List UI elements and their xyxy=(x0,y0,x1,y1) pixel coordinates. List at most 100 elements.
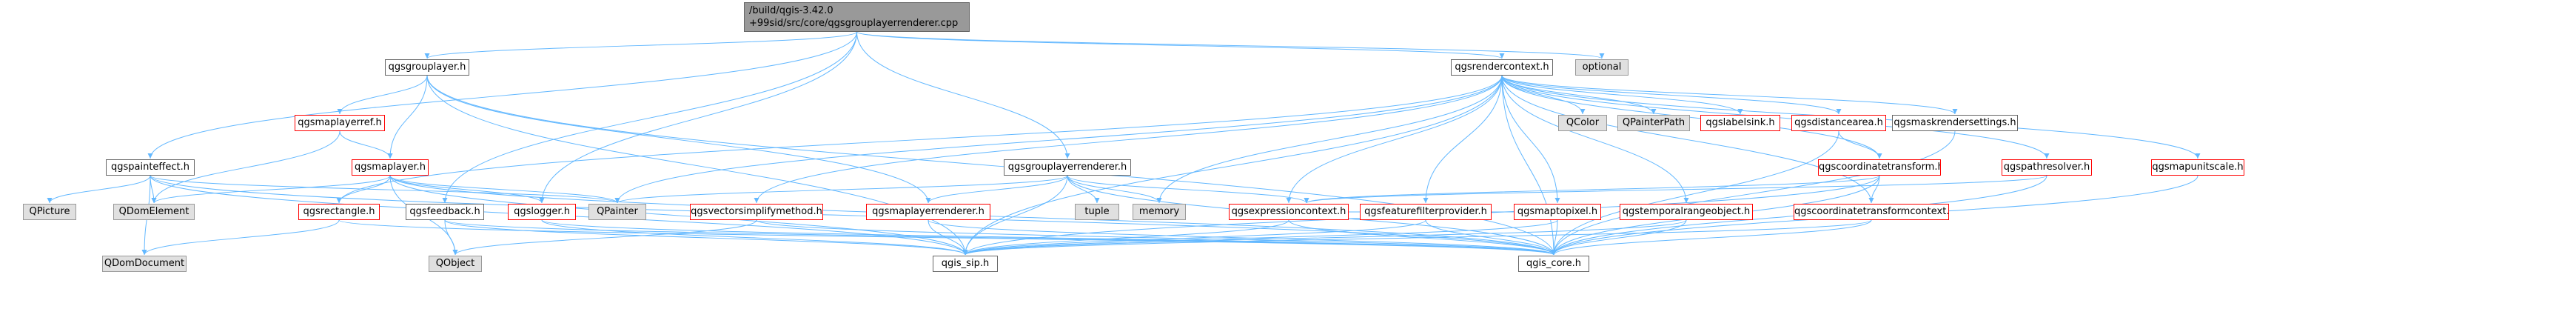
edge-qgsgrouplayer_h-to-qgsmaplayerref_h xyxy=(337,75,428,115)
edge-root-to-qgslogger_h xyxy=(539,31,857,204)
edge-qgsmaplayerref_h-to-qdomelement xyxy=(151,130,341,204)
edge-qgsrendercontext_h-to-qgscoordinatetransform_h xyxy=(1501,75,1882,159)
edge-qgsmaskrendersettings_h-to-qgis_core_h xyxy=(1551,130,1956,256)
edge-qgsvectorsimplifymethod_h_v-to-qobject xyxy=(452,219,757,256)
edge-qgsexpressioncontext_h-to-qgis_sip_h xyxy=(962,219,1289,256)
edge-qgsrendercontext_h-to-qgsmaptopixel_h xyxy=(1501,75,1560,204)
edge-qgsrendercontext_h-to-qgstemporalrangeobject_h xyxy=(1501,75,1689,204)
node-qgsgrouplayer-h[interactable]: qgsgrouplayer.h xyxy=(385,59,469,76)
node-qgstemporalrangeobject-h[interactable]: qgstemporalrangeobject.h xyxy=(1620,204,1753,220)
node-qgis-core-h[interactable]: qgis_core.h xyxy=(1518,256,1589,272)
edge-qgsmaplayer_h-to-qpainter xyxy=(389,175,620,204)
edge-qgsrendercontext_h-to-qpainterpath xyxy=(1501,75,1657,115)
edge-qgscoordinatetransformcontext_h-to-qgis_sip_h xyxy=(962,219,1872,256)
node-qpainterpath: QPainterPath xyxy=(1617,115,1690,131)
edge-qgscoordinatetransformcontext_h-to-qgis_core_h xyxy=(1551,219,1872,256)
edge-qgsrendercontext_h-to-qgsrectangle_h xyxy=(336,75,1503,204)
edge-qgsmaplayer_h-to-qgsrectangle_h xyxy=(336,175,391,204)
node-qgsmapunitscale-h[interactable]: qgsmapunitscale.h xyxy=(2151,159,2244,176)
node-qgsmaplayerrenderer-h[interactable]: qgsmaplayerrenderer.h xyxy=(866,204,990,220)
node-qgslabelsink-h[interactable]: qgslabelsink.h xyxy=(1700,115,1780,131)
edge-qgstemporalrangeobject_h-to-qgis_core_h xyxy=(1551,219,1687,256)
edge-qgsgrouplayerrenderer_h-to-qgsmaplayerrenderer_h xyxy=(925,175,1068,204)
node-qgsmaskrendersettings-h[interactable]: qgsmaskrendersettings.h xyxy=(1892,115,2018,131)
edge-qgsrendercontext_h-to-qpainter xyxy=(614,75,1503,204)
node-tuple: tuple xyxy=(1075,204,1119,220)
edge-qgsgrouplayerrenderer_h-to-vector xyxy=(1067,175,1309,204)
edge-qgsrendercontext_h-to-qgscoordinatetransformcontext_h xyxy=(1501,75,1874,204)
edge-qgspainteffect_h-to-qgis_core_h xyxy=(150,175,1557,256)
node-qgsfeedback-h[interactable]: qgsfeedback.h xyxy=(406,204,484,220)
node-qpicture: QPicture xyxy=(23,204,76,220)
node-qgsrectangle-h[interactable]: qgsrectangle.h xyxy=(298,204,380,220)
edge-qgsmaplayerrenderer_h-to-qgis_core_h xyxy=(928,219,1557,256)
edge-qgsdistancearea_h-to-qgis_core_h xyxy=(1551,130,1839,256)
node-qgsfeaturefilterprovider-h[interactable]: qgsfeaturefilterprovider.h xyxy=(1360,204,1492,220)
edge-qgsrendercontext_h-to-qgsmaskrendersettings_h xyxy=(1501,75,1958,115)
edge-root-to-qgsgrouplayerrenderer_h xyxy=(856,31,1070,159)
edge-root-to-optional xyxy=(856,31,1605,59)
edge-qgsrendercontext_h-to-qgsexpressioncontext_h xyxy=(1286,75,1503,204)
node-qgsvectorsimplifymethod-h-visible[interactable]: qgsvectorsimplifymethod.h xyxy=(690,204,823,220)
node-qgscoordinatetransform-h[interactable]: qgscoordinatetransform.h xyxy=(1818,159,1941,176)
node-qpainter: QPainter xyxy=(588,204,646,220)
node-qobject: QObject xyxy=(429,256,482,272)
edge-qgsfeaturefilterprovider_h-to-qgis_core_h xyxy=(1425,219,1557,256)
edge-qgspainteffect_h-to-qpicture xyxy=(47,175,151,204)
node-qgsrendercontext-h[interactable]: qgsrendercontext.h xyxy=(1451,59,1553,76)
root-path-line-2: +99sid/src/core/qgsgrouplayerrenderer.cp… xyxy=(749,18,959,29)
edge-qgsfeedback_h-to-qobject xyxy=(444,219,458,256)
edge-qgspainteffect_h-to-qpainter xyxy=(150,175,620,204)
edge-qgsrendercontext_h-to-qgsvectorsimplifymethod_h_v xyxy=(754,75,1503,204)
node-qgis-sip-h[interactable]: qgis_sip.h xyxy=(933,256,998,272)
edge-qgscoordinatetransform_h-to-vector xyxy=(1304,175,1880,204)
edge-root-to-qgsgrouplayer_h xyxy=(424,31,857,59)
edge-qgsrectangle_h-to-qdomdocument xyxy=(141,219,340,256)
edge-qgscoordinatetransform_h-to-qgscoordinatetransformcontext_h xyxy=(1868,175,1880,204)
edge-root-to-qgspainteffect_h xyxy=(147,31,857,159)
edge-qgstemporalrangeobject_h-to-qgis_sip_h xyxy=(962,219,1687,256)
edge-root-to-qgsfeedback_h xyxy=(442,31,857,204)
edge-qgsrendercontext_h-to-qgsdistancearea_h xyxy=(1501,75,1842,115)
node-qgsexpressioncontext-h[interactable]: qgsexpressioncontext.h xyxy=(1229,204,1349,220)
edge-qgsrendercontext_h-to-memory xyxy=(1156,75,1503,204)
edge-qgsgrouplayerrenderer_h-to-tuple xyxy=(1067,175,1100,204)
edge-qgsrendercontext_h-to-qgis_sip_h xyxy=(962,75,1503,256)
node-qgsmaptopixel-h[interactable]: qgsmaptopixel.h xyxy=(1514,204,1601,220)
edge-qgsgrouplayer_h-to-qgsmaplayerrenderer_h xyxy=(426,75,931,204)
edge-qgsmaplayer_h-to-qgslogger_h xyxy=(389,175,545,204)
node-optional: optional xyxy=(1575,59,1629,76)
edge-qgslogger_h-to-qgis_sip_h xyxy=(541,219,968,256)
edge-qgsgrouplayerrenderer_h-to-memory xyxy=(1067,175,1162,204)
node-qgslogger-h[interactable]: qgslogger.h xyxy=(508,204,576,220)
node-qdomdocument: QDomDocument xyxy=(102,256,187,272)
edge-qgsrendercontext_h-to-qgis_core_h xyxy=(1501,75,1557,256)
node-qgsmaplayerref-h[interactable]: qgsmaplayerref.h xyxy=(295,115,385,131)
edge-qgsgrouplayerrenderer_h-to-qgis_sip_h xyxy=(962,175,1068,256)
edge-qgslogger_h-to-qgis_core_h xyxy=(541,219,1557,256)
node-qgsmaplayer-h[interactable]: qgsmaplayer.h xyxy=(352,159,429,176)
edge-qgsgrouplayer_h-to-qgis_sip_h xyxy=(426,75,968,256)
edge-qgsrendercontext_h-to-qgslabelsink_h xyxy=(1501,75,1743,115)
edge-root-to-qgsrendercontext_h xyxy=(856,31,1505,59)
node-qcolor: QColor xyxy=(1558,115,1607,131)
edge-qgsrendercontext_h-to-qgsfeaturefilterprovider_h xyxy=(1423,75,1503,204)
node-qgspathresolver-h[interactable]: qgspathresolver.h xyxy=(2002,159,2092,176)
edge-qgsmaplayer_h-to-qdomelement xyxy=(151,175,391,204)
node-qgsdistancearea-h[interactable]: qgsdistancearea.h xyxy=(1791,115,1886,131)
edge-qgsgrouplayerrenderer_h-to-qpainter xyxy=(614,175,1068,204)
edge-qgsgrouplayer_h-to-qgsmaplayer_h xyxy=(387,75,428,159)
node-memory: memory xyxy=(1133,204,1186,220)
node-qgsgrouplayerrenderer-h[interactable]: qgsgrouplayerrenderer.h xyxy=(1004,159,1131,176)
edge-qgsfeedback_h-to-qgis_sip_h xyxy=(444,219,968,256)
edge-qgsvectorsimplifymethod_h_v-to-qgis_core_h xyxy=(756,219,1557,256)
node-qgscoordinatetransformcontext-h[interactable]: qgscoordinatetransformcontext.h xyxy=(1794,204,1949,220)
node-qdomelement: QDomElement xyxy=(113,204,195,220)
root-path-line-1: /build/qgis-3.42.0 xyxy=(749,5,833,16)
edge-qgspathresolver_h-to-vector xyxy=(1304,175,2047,204)
edge-qgsdistancearea_h-to-qgscoordinatetransform_h xyxy=(1838,130,1882,159)
node-qgspainteffect-h[interactable]: qgspainteffect.h xyxy=(106,159,195,176)
edge-qgsfeaturefilterprovider_h-to-qgis_sip_h xyxy=(962,219,1426,256)
